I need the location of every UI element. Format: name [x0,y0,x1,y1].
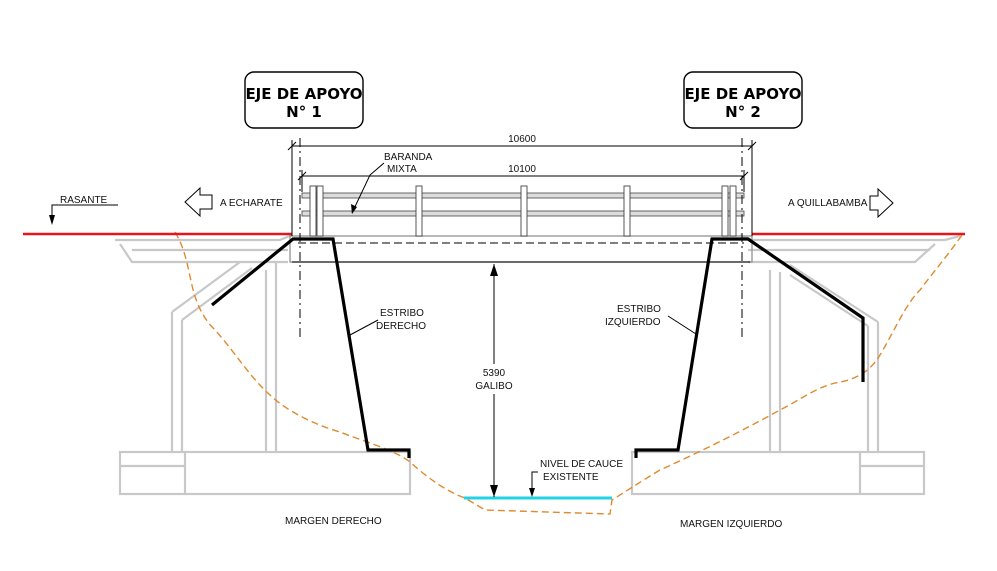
bank-right-text: MARGEN DERECHO [285,516,382,527]
existing-structure-left [115,233,412,496]
railing-text-2: MIXTA [387,164,417,175]
abutment-left-text-1: ESTRIBO [617,304,661,315]
railing-text-1: BARANDA [384,152,433,163]
to-right-text: A QUILLABAMBA [788,198,868,209]
rasante-text: RASANTE [60,195,108,206]
bank-left-text: MARGEN IZQUIERDO [680,519,782,530]
dimension-clearance: 5390 GALIBO [474,264,514,497]
abutment-right-text-2: DERECHO [376,321,426,332]
abutment-right-label: ESTRIBO DERECHO [349,308,426,336]
axis-label-box-2: EJE DE APOYO N° 2 [683,71,803,129]
water-text-2: EXISTENTE [543,472,599,483]
arrow-left-echarate: A ECHARATE [184,186,283,218]
arrow-right-quillabamba: A QUILLABAMBA [788,187,894,219]
railing [301,185,745,237]
railing-label: BARANDA MIXTA [351,152,433,214]
dimension-deck: 10100 [297,164,749,192]
clearance-value-text: 5390 [483,368,506,379]
dimension-deck-text: 10100 [508,164,536,175]
clearance-label-text: GALIBO [475,381,512,392]
abutment-left-bank [634,237,865,458]
axis-label-box-1: EJE DE APOYO N° 1 [244,71,364,129]
abutment-right-text-1: ESTRIBO [380,308,424,319]
axis-1-line1: EJE DE APOYO [245,85,362,103]
axis-1-line2: N° 1 [286,103,322,121]
water-text-1: NIVEL DE CAUCE [540,459,623,470]
axis-2-line1: EJE DE APOYO [684,85,801,103]
rasante-label: RASANTE [49,195,118,225]
abutment-left-label: ESTRIBO IZQUIERDO [605,304,697,335]
water-level-label: NIVEL DE CAUCE EXISTENTE [529,459,623,497]
existing-ground-line [174,231,963,515]
axis-2-line2: N° 2 [725,103,761,121]
existing-structure-right [630,233,961,496]
abutment-left-text-2: IZQUIERDO [605,317,661,328]
dimension-total: 10600 [287,134,757,236]
dimension-total-text: 10600 [508,134,536,145]
to-left-text: A ECHARATE [220,198,283,209]
abutment-right-bank [210,237,411,458]
bridge-deck [289,235,753,263]
